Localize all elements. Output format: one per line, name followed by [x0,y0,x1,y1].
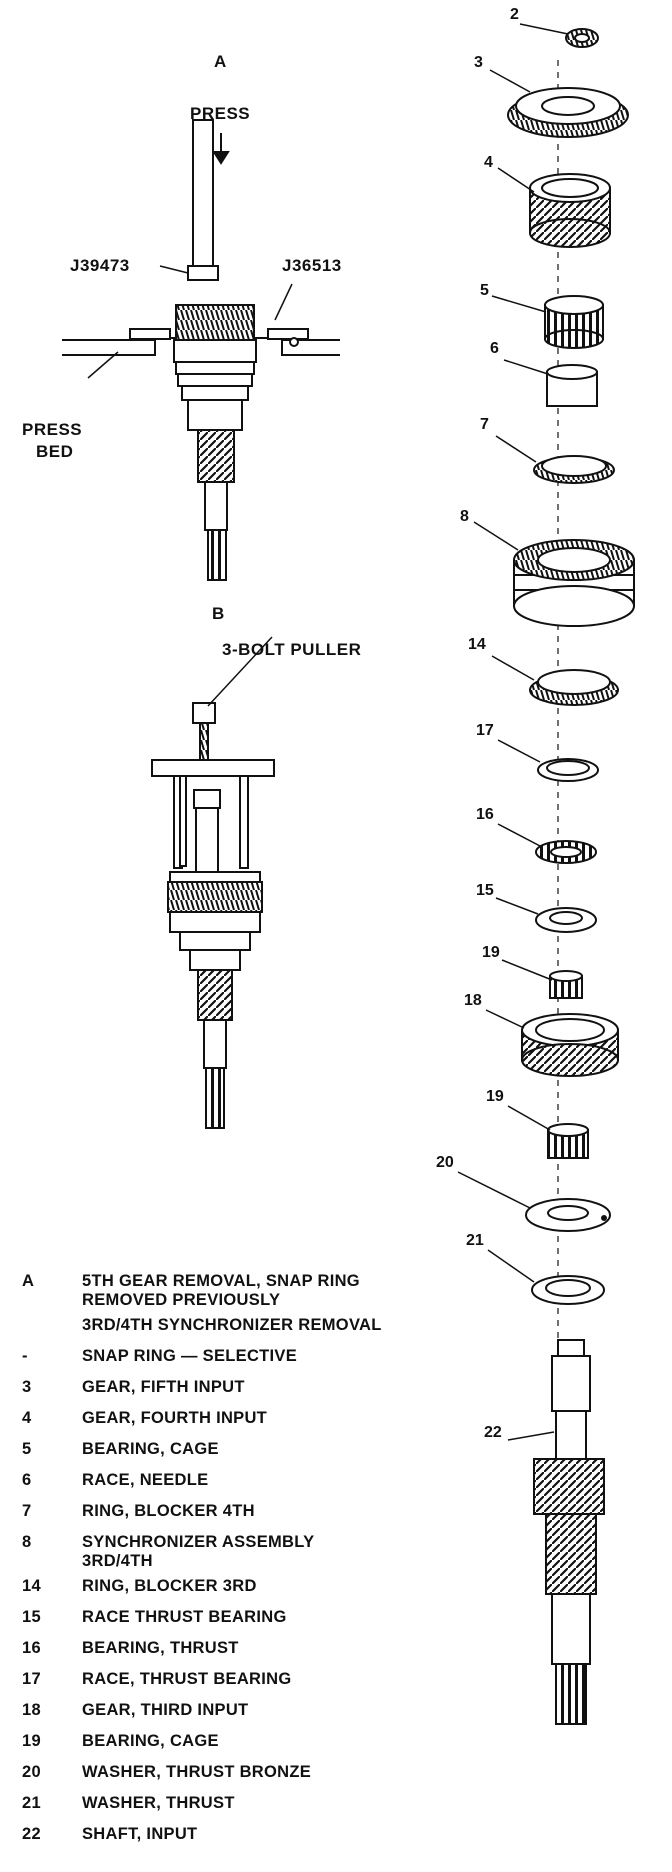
legend-row: 7 RING, BLOCKER 4TH [14,1502,484,1521]
view-a-illustration [62,119,340,581]
legend-row: 3RD/4TH SYNCHRONIZER REMOVAL [14,1316,484,1335]
legend-key: 7 [22,1502,32,1520]
callout-22: 22 [484,1424,502,1441]
legend-row: 20 WASHER, THRUST BRONZE [14,1763,484,1782]
legend-row: 5 BEARING, CAGE [14,1440,484,1459]
legend-key: 4 [22,1409,32,1427]
legend-row: 18 GEAR, THIRD INPUT [14,1701,484,1720]
legend-row: 6 RACE, NEEDLE [14,1471,484,1490]
legend-key: 21 [22,1794,41,1812]
view-a-letter: A [214,52,227,71]
legend-row: 17 RACE, THRUST BEARING [14,1670,484,1689]
legend-text: GEAR, FIFTH INPUT [82,1378,245,1396]
legend-key: 19 [22,1732,41,1750]
legend-text: SYNCHRONIZER ASSEMBLY [82,1533,315,1551]
legend-text: WASHER, THRUST BRONZE [82,1763,312,1781]
callout-17: 17 [476,722,494,739]
legend-text: BEARING, THRUST [82,1639,239,1657]
legend-key: 8 [22,1533,32,1551]
legend-text-line2: REMOVED PREVIOUSLY [82,1291,281,1309]
callout-19-upper: 19 [482,944,500,961]
legend-key [14,1316,82,1335]
legend-text: BEARING, CAGE [82,1732,219,1750]
legend-row: - SNAP RING — SELECTIVE [14,1347,484,1366]
tool-j36513-label: J36513 [282,256,342,275]
legend-text: 3RD/4TH SYNCHRONIZER REMOVAL [82,1316,382,1334]
tool-j39473-label: J39473 [70,256,130,275]
exploded-stack [457,23,635,1725]
legend-key: 18 [22,1701,41,1719]
legend-text: RACE THRUST BEARING [82,1608,287,1626]
legend-text: BEARING, CAGE [82,1440,219,1458]
callout-16: 16 [476,806,494,823]
legend-key: - [22,1347,28,1365]
view-b-letter: B [212,604,225,623]
legend-row: 22 SHAFT, INPUT [14,1825,484,1844]
callout-21: 21 [466,1232,484,1249]
callout-8: 8 [460,508,469,525]
legend-key: 16 [22,1639,41,1657]
legend-text: RING, BLOCKER 3RD [82,1577,257,1595]
legend-text: GEAR, THIRD INPUT [82,1701,249,1719]
legend-text: GEAR, FOURTH INPUT [82,1409,268,1427]
legend-text: RACE, NEEDLE [82,1471,209,1489]
press-label: PRESS [190,104,251,123]
legend-row: 4 GEAR, FOURTH INPUT [14,1409,484,1428]
legend-text: SNAP RING — SELECTIVE [82,1347,298,1365]
legend-key: 17 [22,1670,41,1688]
press-bed-label-line1: PRESS [22,420,83,439]
callout-3: 3 [474,54,483,71]
legend-text: RING, BLOCKER 4TH [82,1502,255,1520]
puller-label: 3-BOLT PULLER [222,640,362,659]
legend-row: 15 RACE THRUST BEARING [14,1608,484,1627]
legend-key: 15 [22,1608,41,1626]
legend-text-line2: 3RD/4TH [82,1552,153,1570]
callout-5: 5 [480,282,489,299]
callout-6: 6 [490,340,499,357]
legend-key: 20 [22,1763,41,1781]
legend-text: SHAFT, INPUT [82,1825,198,1843]
callout-14: 14 [468,636,486,653]
legend-text: 5TH GEAR REMOVAL, SNAP RING [82,1272,360,1290]
callout-15: 15 [476,882,494,899]
callout-2: 2 [510,6,519,23]
legend-text: RACE, THRUST BEARING [82,1670,292,1688]
legend-key: 5 [22,1440,32,1458]
legend-key: 22 [22,1825,41,1843]
callout-19-lower: 19 [486,1088,504,1105]
press-bed-label-line2: BED [36,442,74,461]
callout-7: 7 [480,416,489,433]
legend-row: 21 WASHER, THRUST [14,1794,484,1813]
legend-text: WASHER, THRUST [82,1794,235,1812]
legend-key: 3 [22,1378,32,1396]
view-b-illustration [151,636,275,1129]
legend-key: 14 [22,1577,41,1595]
legend-row: 19 BEARING, CAGE [14,1732,484,1751]
legend-row: 14 RING, BLOCKER 3RD [14,1577,484,1596]
callout-4: 4 [484,154,493,171]
legend-row: 16 BEARING, THRUST [14,1639,484,1658]
callout-20: 20 [436,1154,454,1171]
callout-18: 18 [464,992,482,1009]
legend-key: A [22,1272,35,1290]
legend-row: 3 GEAR, FIFTH INPUT [14,1378,484,1397]
legend-key: 6 [22,1471,32,1489]
